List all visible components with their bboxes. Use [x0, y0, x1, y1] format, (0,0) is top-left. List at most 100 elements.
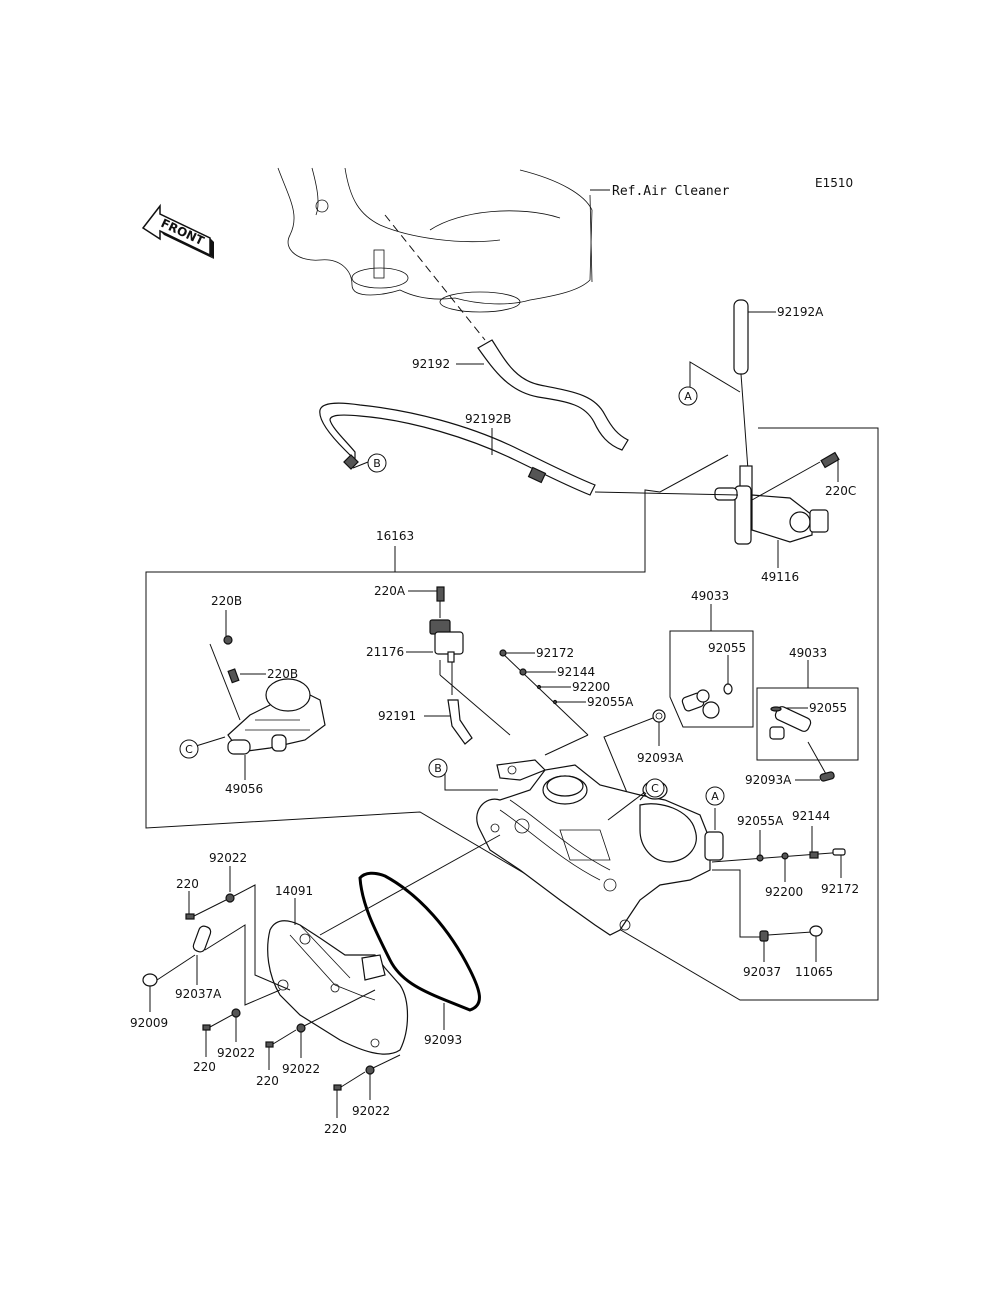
- part-label-49116[interactable]: 49116: [761, 570, 799, 584]
- part-label-92022-2[interactable]: 92022: [217, 1046, 255, 1060]
- washer-92022-4-line: [372, 1054, 401, 1069]
- part-label-92200-right[interactable]: 92200: [765, 885, 803, 899]
- seal-92093a-1: [652, 709, 666, 723]
- part-label-220-2[interactable]: 220: [193, 1060, 216, 1074]
- callout-circle-b-mid[interactable]: B: [428, 758, 448, 778]
- part-label-49033-2[interactable]: 49033: [789, 646, 827, 660]
- callout-circle-a-mid[interactable]: A: [705, 786, 725, 806]
- part-label-92055-1[interactable]: 92055: [708, 641, 746, 655]
- washer-92022-3-line: [303, 989, 376, 1027]
- svg-text:A: A: [684, 390, 692, 403]
- hose-92192b: [319, 402, 596, 496]
- leader-circle-b-top: [352, 461, 369, 469]
- part-label-220c[interactable]: 220C: [825, 484, 856, 498]
- bolt-220a: [436, 586, 445, 602]
- part-label-220a[interactable]: 220A: [374, 584, 406, 598]
- leader-circle-c-mid-line: [607, 791, 646, 821]
- screw-stack-axis-right: [711, 851, 846, 863]
- part-label-49056[interactable]: 49056: [225, 782, 263, 796]
- leader-circle-a-top: [689, 361, 741, 393]
- washer-92022-2: [231, 1008, 241, 1018]
- part-label-14091[interactable]: 14091: [275, 884, 313, 898]
- leader-circle-b-mid: [444, 768, 498, 791]
- sensor-21176: [429, 619, 464, 663]
- part-label-92022-4[interactable]: 92022: [352, 1104, 390, 1118]
- clamp-to-cover-line: [204, 924, 281, 1006]
- part-92200-top: [536, 684, 542, 690]
- callout-circle-a-top[interactable]: A: [678, 386, 698, 406]
- leader-92037-line: [712, 869, 760, 938]
- bolt-220-4: [333, 1084, 342, 1091]
- part-92172-right: [832, 848, 846, 856]
- hose-joint-line: [594, 491, 739, 496]
- part-label-11065[interactable]: 11065: [795, 965, 833, 979]
- part-label-220-4[interactable]: 220: [324, 1122, 347, 1136]
- washer-92022-1: [225, 893, 235, 903]
- part-label-92144-right[interactable]: 92144: [792, 809, 830, 823]
- part-label-92093a-2[interactable]: 92093A: [745, 773, 792, 787]
- group-box-49033-2: [756, 687, 859, 761]
- throttle-body: [476, 759, 724, 936]
- callout-circle-c-mid[interactable]: C: [645, 778, 665, 798]
- bolt-220b-2: [227, 668, 240, 684]
- hose-92192a: [733, 299, 749, 375]
- assembly-16163-frame: [145, 427, 879, 1001]
- part-label-220b-1[interactable]: 220B: [211, 594, 242, 608]
- cover-to-throttle-line: [319, 834, 501, 936]
- injector-49033-2: [769, 706, 812, 740]
- part-label-92172-right[interactable]: 92172: [821, 882, 859, 896]
- part-label-92037[interactable]: 92037: [743, 965, 781, 979]
- part-label-92200-top[interactable]: 92200: [572, 680, 610, 694]
- part-label-92144-top[interactable]: 92144: [557, 665, 595, 679]
- injector-to-seal-line: [807, 741, 827, 775]
- part-label-21176[interactable]: 21176: [366, 645, 404, 659]
- part-label-92192[interactable]: 92192: [412, 357, 450, 371]
- part-label-220b-2[interactable]: 220B: [267, 667, 298, 681]
- leader-220c-bolt: [751, 461, 821, 501]
- dashed-connection-line: [384, 214, 486, 341]
- svg-text:A: A: [711, 790, 719, 803]
- part-label-220-3[interactable]: 220: [256, 1074, 279, 1088]
- part-label-92093a-1[interactable]: 92093A: [637, 751, 684, 765]
- ref-air-cleaner-label: Ref.Air Cleaner: [612, 184, 730, 199]
- part-label-92022-3[interactable]: 92022: [282, 1062, 320, 1076]
- part-label-92191[interactable]: 92191: [378, 709, 416, 723]
- screw-stack-to-body-top: [544, 734, 589, 756]
- callout-circle-b-top[interactable]: B: [367, 453, 387, 473]
- diagram-code: E1510: [815, 176, 853, 190]
- bolt-220-3-line: [272, 1029, 297, 1045]
- oring-92055-1: [723, 683, 733, 695]
- part-label-92055-2[interactable]: 92055: [809, 701, 847, 715]
- group-box-49033-1: [669, 630, 754, 728]
- part-label-92009[interactable]: 92009: [130, 1016, 168, 1030]
- bolt-220-1: [185, 913, 195, 920]
- part-label-92172-top[interactable]: 92172: [536, 646, 574, 660]
- bolt-220-2: [202, 1024, 211, 1031]
- washer-92022-3: [296, 1023, 306, 1033]
- part-92055a-top: [552, 699, 558, 705]
- part-label-49033-1[interactable]: 49033: [691, 589, 729, 603]
- svg-text:B: B: [434, 762, 442, 775]
- part-92144-top: [519, 668, 527, 676]
- part-label-92192a[interactable]: 92192A: [777, 305, 824, 319]
- seal-92093a-2: [819, 771, 835, 782]
- part-label-92055a-right[interactable]: 92055A: [737, 814, 784, 828]
- part-92172-top: [499, 649, 507, 657]
- part-label-92037a[interactable]: 92037A: [175, 987, 222, 1001]
- svg-text:C: C: [651, 782, 659, 795]
- part-label-92093[interactable]: 92093: [424, 1033, 462, 1047]
- clamp-92037a: [192, 925, 212, 953]
- part-label-16163[interactable]: 16163: [376, 529, 414, 543]
- part-label-92055a-top[interactable]: 92055A: [587, 695, 634, 709]
- part-label-92022-1[interactable]: 92022: [209, 851, 247, 865]
- air-cleaner-outline: [277, 167, 593, 313]
- callout-circle-c-left[interactable]: C: [179, 739, 199, 759]
- part-label-220-1[interactable]: 220: [176, 877, 199, 891]
- bolt-220-2-line: [209, 1014, 233, 1028]
- part-label-92192b[interactable]: 92192B: [465, 412, 511, 426]
- sensor-housing-49056: [227, 678, 326, 755]
- part-92144-right: [809, 851, 819, 859]
- leader-circle-c-mid: [639, 792, 647, 801]
- bolt-92009-line: [156, 954, 196, 981]
